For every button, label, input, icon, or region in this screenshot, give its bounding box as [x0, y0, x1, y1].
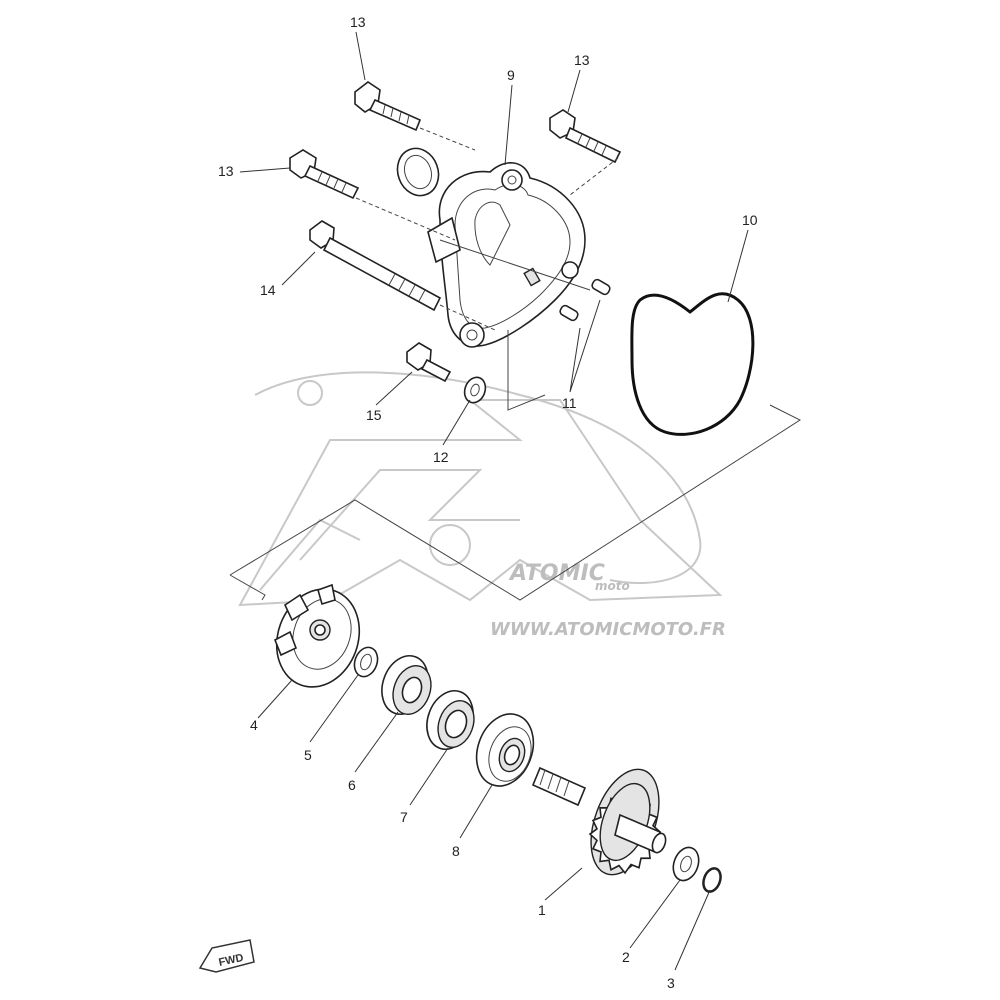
callout-9: 9: [507, 67, 515, 83]
callout-6: 6: [348, 777, 356, 793]
impeller-shaft-gear-part: [531, 766, 667, 876]
callout-4: 4: [250, 717, 258, 733]
washer-12-part: [463, 376, 487, 404]
callout-13-top: 13: [350, 14, 366, 30]
assembly-outline: [229, 404, 802, 601]
callout-11: 11: [562, 395, 577, 411]
callout-7: 7: [400, 809, 408, 825]
callout-numbers: 13 13 13 9 10 14 11 12 15 4 5 6 7 8 1 2 …: [218, 14, 758, 991]
callout-13-left: 13: [218, 163, 234, 179]
watermark-sub: moto: [595, 579, 630, 593]
flange-bolt-left: [289, 149, 360, 200]
flange-bolt-right: [549, 109, 622, 164]
flange-bolt-top: [354, 81, 422, 132]
mechanical-seal-part: [426, 690, 475, 750]
bearing-part: [475, 713, 535, 787]
o-ring-gasket-part: [630, 292, 755, 436]
assembly-guide-lines: [355, 127, 619, 411]
pump-cover-part: [396, 147, 586, 348]
callout-10: 10: [742, 212, 758, 228]
callout-5: 5: [304, 747, 312, 763]
long-bolt-part: [309, 220, 442, 312]
callout-8: 8: [452, 843, 460, 859]
circlip-part: [702, 867, 722, 893]
callout-14: 14: [260, 282, 276, 298]
callout-3: 3: [667, 975, 675, 991]
callout-13-right: 13: [574, 52, 590, 68]
callout-1: 1: [538, 902, 546, 918]
callout-15: 15: [366, 407, 382, 423]
impeller-part: [273, 583, 361, 688]
small-bolt-part: [406, 342, 452, 383]
fwd-label: FWD: [218, 952, 245, 969]
callout-leaders: [239, 31, 749, 971]
washer-2-part: [672, 846, 700, 882]
atomicmoto-watermark: ATOMIC moto WWW.ATOMICMOTO.FR: [238, 371, 726, 640]
watermark-brand: ATOMIC: [508, 561, 605, 586]
callout-12: 12: [433, 449, 449, 465]
fwd-direction-badge: FWD: [198, 939, 255, 973]
dowel-pins-part: [559, 278, 611, 322]
callout-2: 2: [622, 949, 630, 965]
washer-5-part: [353, 646, 379, 678]
oil-seal-part: [381, 655, 432, 715]
watermark-url: WWW.ATOMICMOTO.FR: [490, 619, 726, 640]
